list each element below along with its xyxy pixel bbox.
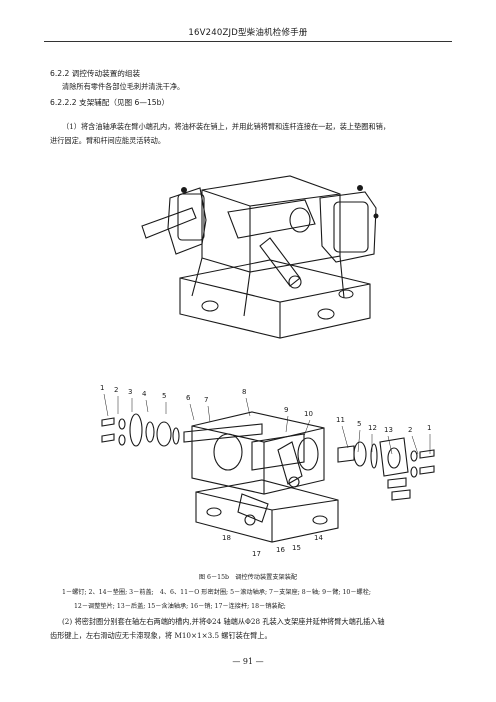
- callout-16: 16: [276, 546, 285, 554]
- callout-2: 2: [114, 386, 118, 394]
- callout-9: 9: [284, 406, 288, 414]
- callout-1b: 1: [427, 424, 431, 432]
- para2-line2: 齿形键上，左右滑动应无卡滞现象，将 M10×1×3.5 螺钉装在臂上。: [50, 631, 272, 640]
- callout-8: 8: [242, 388, 246, 396]
- para1-line1: （1）将含油轴承装在臂小端孔内，将油杯装在销上，并用此销将臂和连杆连接在一起，装…: [62, 122, 391, 131]
- assembled-bracket-drawing: [141, 175, 379, 339]
- callout-4: 4: [142, 390, 147, 398]
- exploded-bracket-drawing: 1 2 3 4 5 6 7 8 9 10 11 5 12 13 2 1 18 1…: [100, 384, 435, 558]
- callout-5: 5: [162, 392, 166, 400]
- intro-text: 清除所有零件各部位毛刺并清洗干净。: [62, 82, 185, 91]
- callout-13: 13: [384, 426, 393, 434]
- section-heading: 6.2.2 调控传动装置的组装: [50, 69, 141, 78]
- para1-line2: 进行固定。臂和杆间应能灵活转动。: [50, 136, 166, 145]
- subsection-heading: 6.2.2.2 支架辅配（见图 6—15b）: [50, 98, 170, 107]
- figure-legend-line1: 1－螺钉; 2、14－垫圈; 3－前盖; 4、6、11－O 形密封圈; 5－滚动…: [62, 589, 371, 596]
- callout-17: 17: [252, 550, 261, 558]
- callout-10: 10: [304, 410, 313, 418]
- callout-12: 12: [368, 424, 377, 432]
- callout-15: 15: [292, 544, 301, 552]
- page-number: — 91 —: [232, 657, 264, 666]
- callout-18: 18: [222, 534, 231, 542]
- para2-line1: (2) 将密封圈分别套在轴左右两端的槽内,并将Φ24 轴端从Φ28 孔装入支架座…: [62, 617, 385, 626]
- callout-14: 14: [314, 534, 323, 542]
- callout-1: 1: [100, 384, 104, 392]
- callout-3: 3: [128, 388, 132, 396]
- callout-11: 11: [336, 416, 345, 424]
- page-header: 16V240ZJD型柴油机检修手册: [188, 28, 308, 38]
- header-rule: [44, 41, 452, 42]
- figure-legend-line2: 12－调整垫片; 13－后盖; 15－含油轴承; 16－销; 17－连接杆; 1…: [74, 603, 286, 610]
- callout-5b: 5: [357, 420, 361, 428]
- callout-6: 6: [186, 394, 191, 402]
- callout-7: 7: [204, 396, 208, 404]
- figure-caption: 图 6－15b 调控传动装置支架装配: [198, 574, 298, 581]
- callout-2b: 2: [408, 426, 412, 434]
